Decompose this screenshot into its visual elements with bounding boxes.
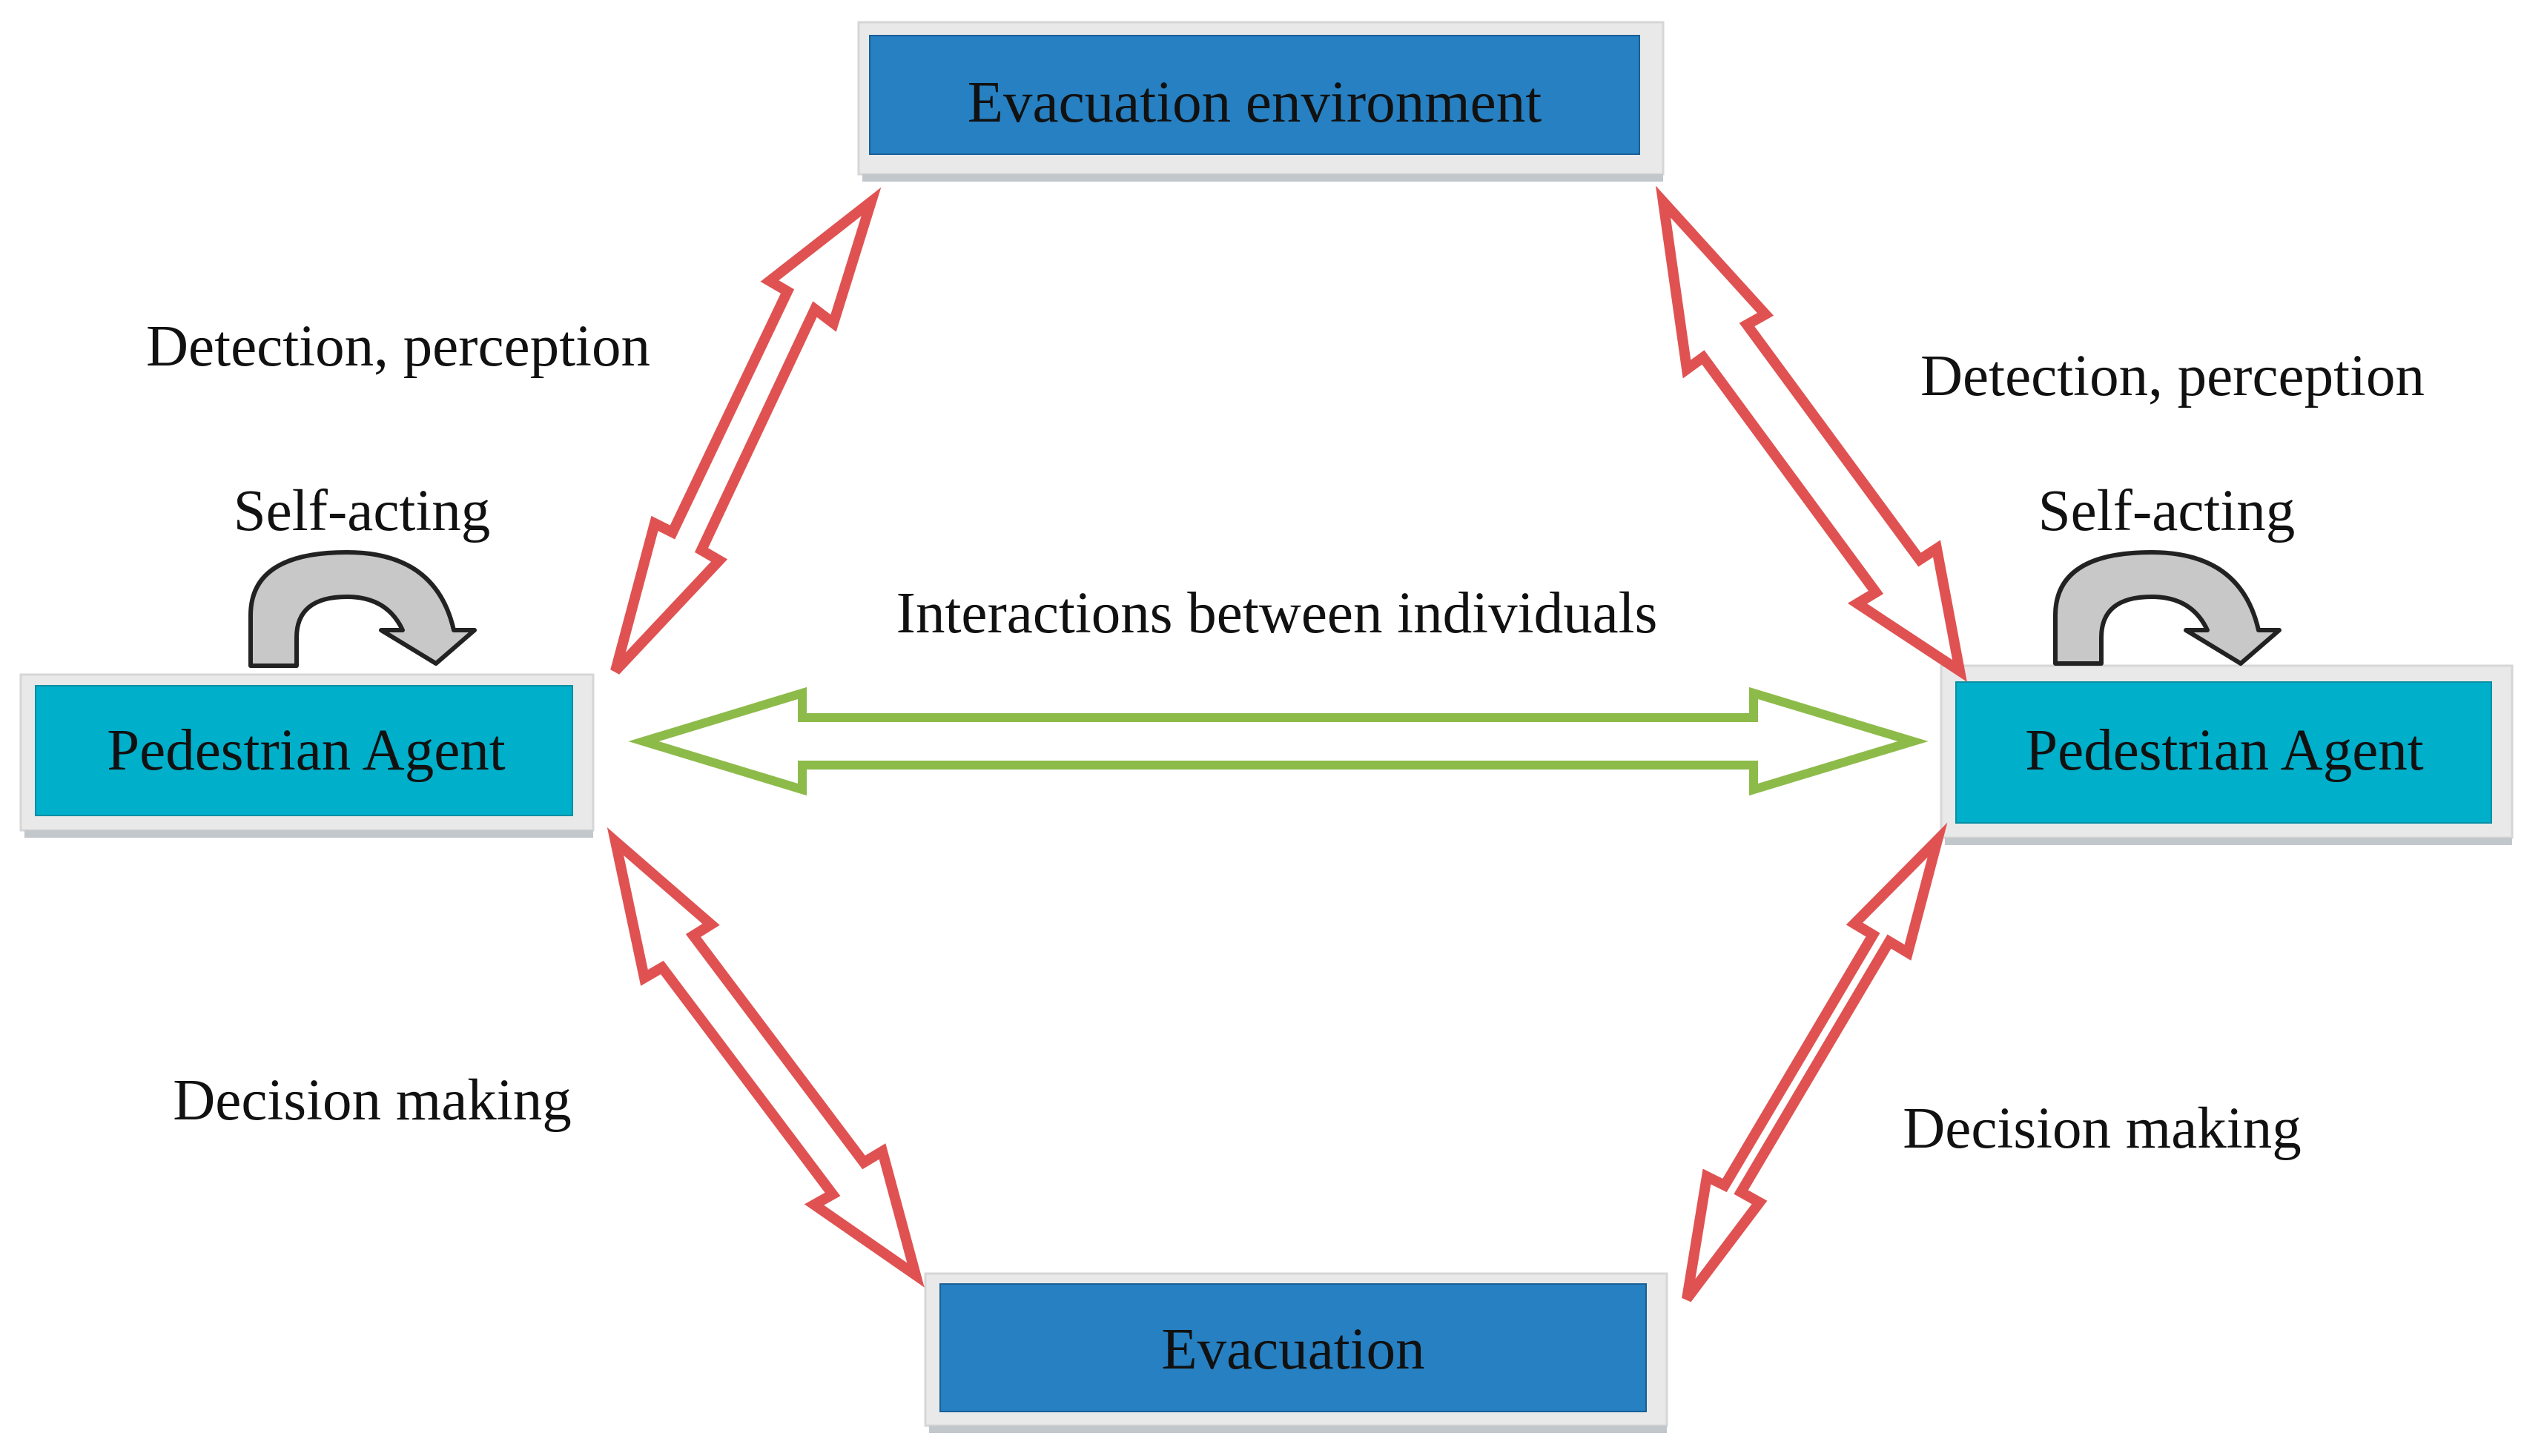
self-acting-right-label: Self-acting bbox=[2038, 479, 2296, 543]
self-acting-left-arrow bbox=[248, 550, 477, 668]
interactions-double-arrow bbox=[628, 686, 1929, 796]
perception-right-double-arrow bbox=[1655, 185, 1967, 682]
evacuation-label: Evacuation bbox=[1161, 1317, 1424, 1382]
decision-left-double-arrow bbox=[607, 827, 925, 1288]
evacuation-node: Evacuation bbox=[924, 1272, 1668, 1433]
pedestrian-agent-right-label: Pedestrian Agent bbox=[2025, 718, 2424, 783]
evacuation-environment-label: Evacuation environment bbox=[968, 70, 1542, 135]
pedestrian-agent-left-node: Pedestrian Agent bbox=[19, 673, 595, 838]
evacuation-environment-node: Evacuation environment bbox=[857, 21, 1665, 182]
decision-left-label: Decision making bbox=[173, 1068, 572, 1133]
pedestrian-agent-right-node: Pedestrian Agent bbox=[1940, 664, 2514, 845]
pedestrian-agent-left-label: Pedestrian Agent bbox=[107, 718, 506, 783]
perception-right-label: Detection, perception bbox=[1920, 344, 2425, 408]
perception-left-label: Detection, perception bbox=[146, 314, 650, 379]
self-acting-left-label: Self-acting bbox=[234, 479, 491, 543]
decision-right-label: Decision making bbox=[1903, 1096, 2302, 1161]
self-acting-right-arrow bbox=[2053, 550, 2282, 666]
decision-right-double-arrow bbox=[1682, 822, 1948, 1303]
perception-left-double-arrow bbox=[610, 187, 882, 675]
interactions-label: Interactions between individuals bbox=[896, 581, 1658, 646]
